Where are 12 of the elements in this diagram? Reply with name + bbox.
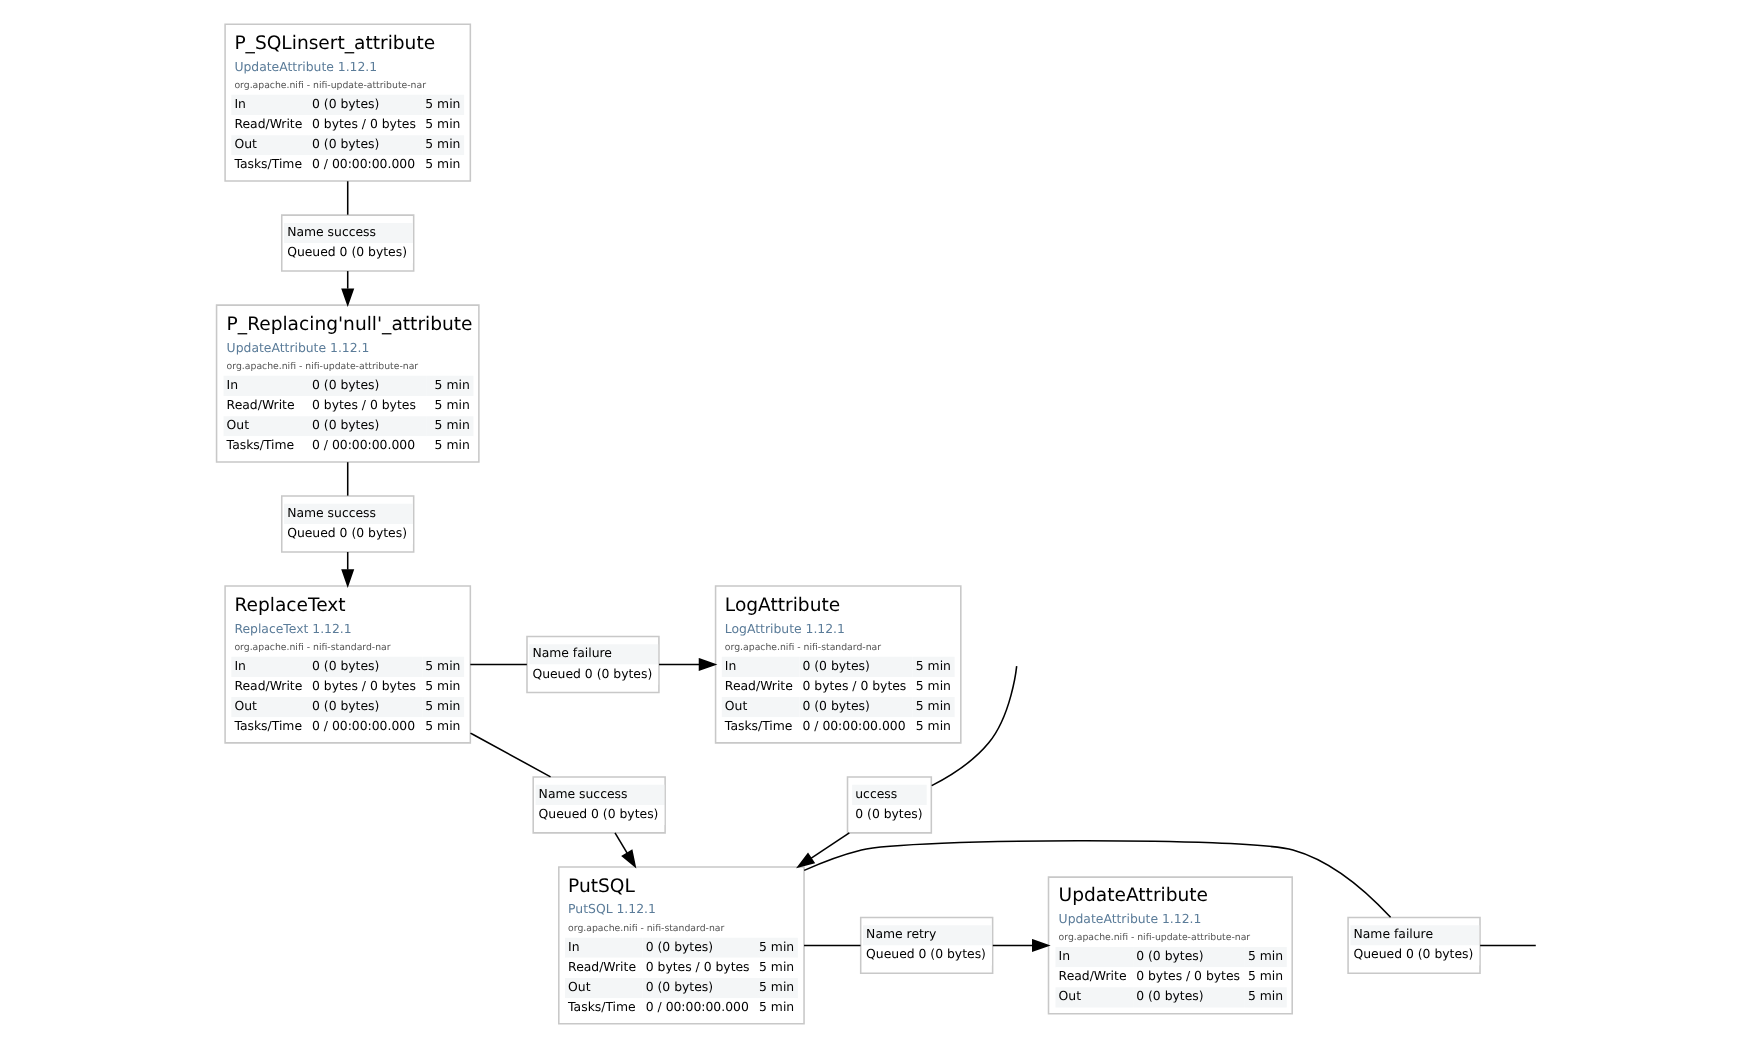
connector	[1479, 943, 1537, 946]
connector	[469, 731, 552, 777]
connector	[469, 662, 528, 665]
arrow	[614, 831, 637, 868]
connector	[930, 664, 1018, 786]
arrow	[658, 656, 718, 670]
arrow	[796, 831, 851, 868]
connector	[346, 179, 349, 215]
connector	[346, 460, 349, 496]
connector	[803, 838, 1392, 918]
connector	[803, 943, 862, 946]
arrow	[992, 937, 1051, 951]
